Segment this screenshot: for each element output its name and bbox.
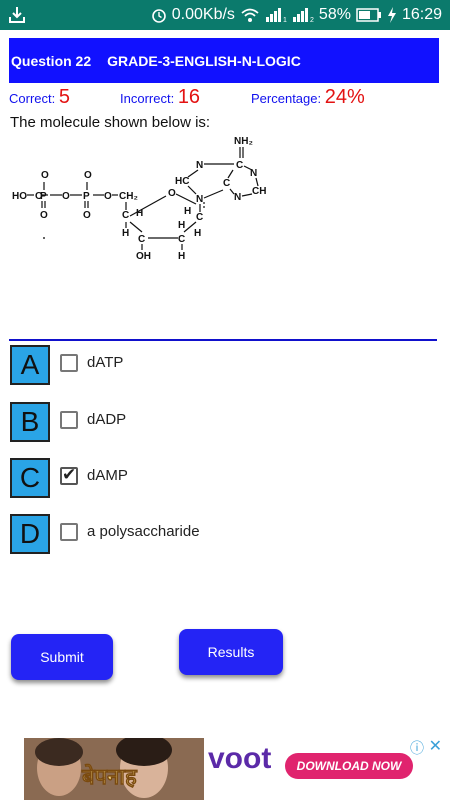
label-o5: O [84, 170, 92, 181]
option-a[interactable]: A dATP [10, 345, 430, 385]
label-c-a: C [122, 210, 129, 221]
checkmark-icon: ✔ [62, 465, 77, 484]
correct-score: Correct: 5 [9, 86, 70, 109]
question-number: Question 22 [11, 52, 92, 69]
label-oh: OH [136, 251, 151, 262]
incorrect-score: Incorrect: 16 [120, 86, 200, 109]
percentage-score: Percentage: 24% [251, 86, 365, 109]
label-o2: O [41, 170, 49, 181]
ad-show-title: बेपनाह [81, 763, 138, 790]
option-letter-c: C [10, 458, 50, 498]
correct-label: Correct: [9, 91, 56, 106]
option-b-checkbox[interactable] [60, 411, 78, 429]
label-o4: O [62, 191, 70, 202]
percentage-value: 24% [324, 86, 365, 108]
label-n4: N [234, 192, 241, 203]
network-speed: 0.00Kb/s [171, 6, 235, 23]
label-o-link: O [104, 191, 112, 202]
label-h-e: H [178, 220, 185, 231]
battery-percent: 58% [318, 6, 351, 23]
submit-button[interactable]: Submit [11, 634, 113, 680]
score-row: Correct: 5 Incorrect: 16 Percentage: 24% [9, 86, 439, 110]
label-nh2: NH₂ [234, 136, 253, 147]
ad-info-icon[interactable]: ⓘ [410, 740, 424, 756]
svg-text:2: 2 [310, 17, 314, 23]
label-c1: C [236, 160, 243, 171]
correct-value: 5 [58, 86, 70, 108]
option-d-checkbox[interactable] [60, 523, 78, 541]
alarm-icon [151, 9, 166, 23]
label-h-a: H [136, 208, 143, 219]
question-text: The molecule shown below is: [10, 114, 211, 131]
label-o1: O [35, 191, 43, 202]
svg-text:1: 1 [283, 17, 287, 23]
label-p1: P [40, 191, 47, 202]
percentage-label: Percentage: [251, 91, 322, 106]
label-h-b: H [122, 228, 129, 239]
section-divider [9, 339, 437, 341]
option-c-checkbox[interactable]: ✔ [60, 465, 78, 485]
option-d[interactable]: D a polysaccharide [10, 514, 430, 554]
status-bar: 0.00Kb/s 1 2 58% 16:29 [0, 0, 450, 30]
question-header: Question 22 GRADE-3-ENGLISH-N-LOGIC [9, 38, 439, 83]
label-n2: N [250, 168, 257, 179]
label-o-ring: O [168, 188, 176, 199]
label-h-c: H [184, 206, 191, 217]
ad-close-icon[interactable]: ✕ [428, 738, 442, 755]
label-c-c: C [178, 234, 185, 245]
option-letter-b: B [10, 402, 50, 442]
label-c-e: C [196, 212, 203, 223]
label-o6: O [83, 210, 91, 221]
option-letter-a: A [10, 345, 50, 385]
option-c-label: dAMP [87, 467, 128, 484]
charging-icon [387, 7, 396, 23]
ad-banner[interactable]: बेपनाह voot DOWNLOAD NOW ⓘ ✕ [0, 736, 450, 800]
option-d-label: a polysaccharide [87, 523, 200, 540]
label-c2: C [223, 178, 230, 189]
incorrect-value: 16 [177, 86, 201, 108]
download-now-button[interactable]: DOWNLOAD NOW [285, 753, 413, 779]
results-button[interactable]: Results [179, 629, 283, 675]
ad-show-image: बेपनाह [24, 738, 204, 800]
option-letter-d: D [10, 514, 50, 554]
label-h-f: H [178, 251, 185, 262]
label-p2: P [83, 191, 90, 202]
wifi-icon [241, 8, 259, 22]
label-c-b: C [138, 234, 145, 245]
battery-icon [356, 8, 381, 22]
label-ch2: CH₂ [119, 191, 138, 202]
option-c[interactable]: C ✔ dAMP [10, 458, 430, 498]
label-hc: HC [175, 176, 189, 187]
label-ch: CH [252, 186, 266, 197]
signal-sim2-icon: 2 [292, 8, 314, 23]
label-n1: N [196, 160, 203, 171]
download-icon [9, 7, 25, 23]
grade-title: GRADE-3-ENGLISH-N-LOGIC [107, 52, 301, 69]
label-h-d: H [194, 228, 201, 239]
label-ho: HO [12, 191, 27, 202]
signal-sim1-icon: 1 [265, 8, 287, 23]
label-o3: O [40, 210, 48, 221]
voot-logo: voot [208, 742, 272, 775]
incorrect-label: Incorrect: [120, 91, 175, 106]
option-b[interactable]: B dADP [10, 402, 430, 442]
option-a-checkbox[interactable] [60, 354, 78, 372]
clock: 16:29 [401, 6, 442, 23]
label-n3: N [196, 194, 203, 205]
option-a-label: dATP [87, 354, 124, 371]
option-b-label: dADP [87, 411, 127, 428]
molecule-diagram: NH₂ N C N HC C CH N N HO O O P O O O P O… [12, 136, 266, 262]
